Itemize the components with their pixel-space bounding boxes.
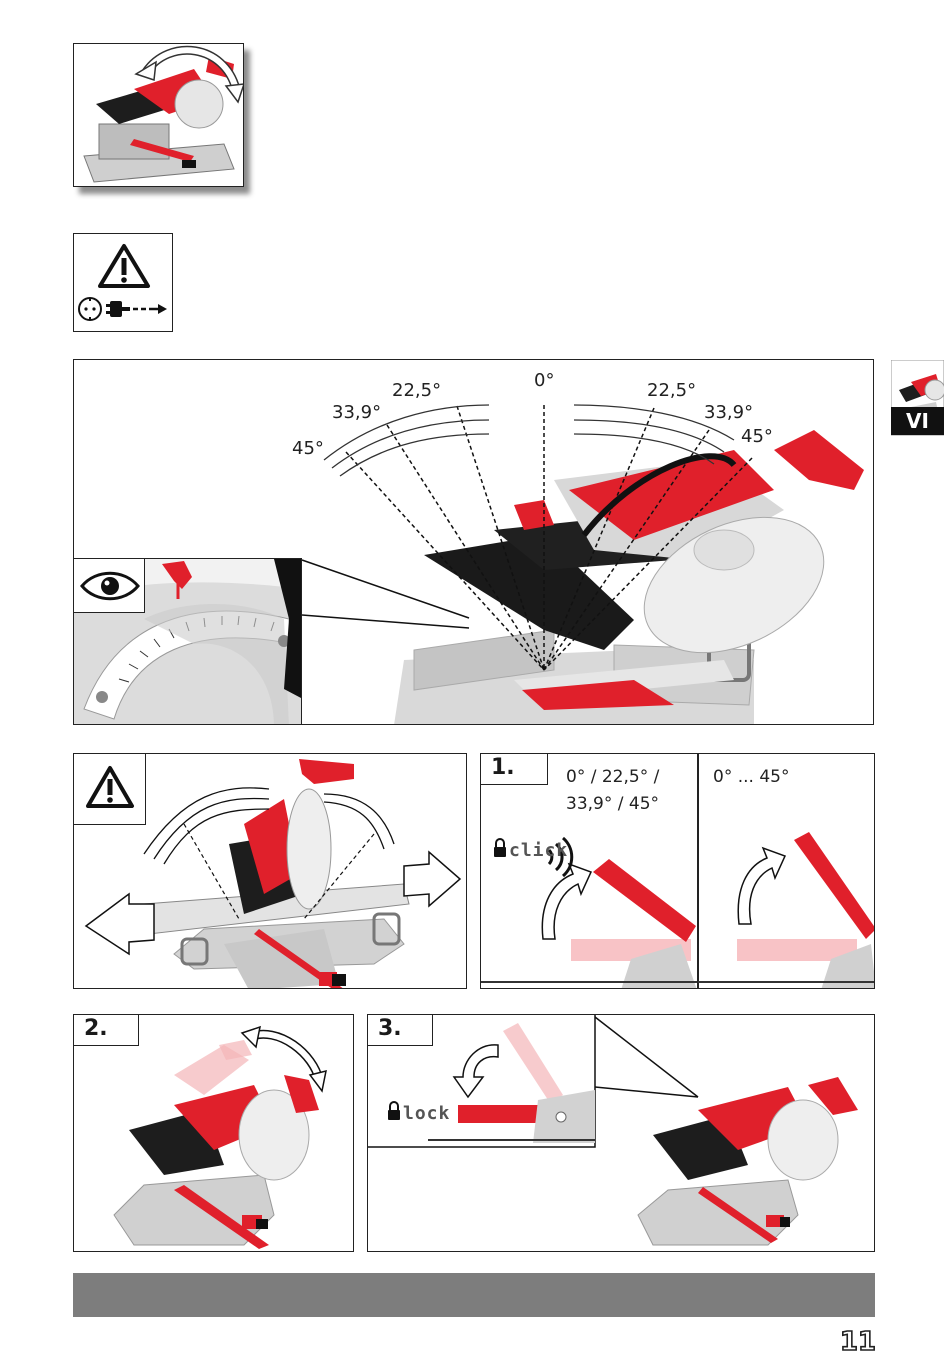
step-2-panel: 2. bbox=[73, 1014, 354, 1252]
angle-label-right-45: 45° bbox=[741, 426, 773, 447]
warning-box bbox=[74, 754, 146, 825]
lock-text: lock bbox=[403, 1103, 451, 1124]
saw-rotate-image bbox=[74, 44, 243, 186]
bevel-saw-image bbox=[301, 404, 864, 724]
step-3-label: 3. bbox=[368, 1015, 433, 1046]
unplug-power-icon bbox=[78, 297, 167, 321]
scale-zoom-inset bbox=[74, 558, 302, 724]
padlock-icon bbox=[388, 1101, 400, 1120]
page-number: 11 bbox=[839, 1326, 877, 1358]
step-1-label: 1. bbox=[481, 754, 548, 785]
angle-label-0: 0° bbox=[534, 370, 555, 391]
chapter-thumbnail-image bbox=[891, 360, 944, 436]
warning-unplug-box bbox=[73, 233, 173, 332]
eye-icon bbox=[80, 571, 140, 601]
inspect-box bbox=[74, 559, 145, 613]
step-1-angles-line1: 0° / 22,5° / bbox=[566, 767, 660, 787]
step-1-lever-image bbox=[481, 832, 874, 988]
angle-label-left-22-5: 22,5° bbox=[392, 380, 442, 401]
chapter-label: VI bbox=[891, 407, 944, 435]
step-1-range: 0° ... 45° bbox=[713, 767, 790, 787]
angle-label-right-33-9: 33,9° bbox=[704, 402, 754, 423]
step-1-panel: 1. 0° / 22,5° / 33,9° / 45° 0° ... 45° c… bbox=[480, 753, 875, 989]
saw-slide-image bbox=[84, 759, 462, 988]
angle-label-right-22-5: 22,5° bbox=[647, 380, 697, 401]
warning-triangle-icon bbox=[98, 244, 150, 288]
angle-label-left-33-9: 33,9° bbox=[332, 402, 382, 423]
bevel-angle-panel: 0° 22,5° 33,9° 45° 22,5° 33,9° 45° bbox=[73, 359, 874, 725]
step-2-label: 2. bbox=[74, 1015, 139, 1046]
footer-bar bbox=[73, 1273, 875, 1317]
rotation-illustration bbox=[73, 43, 244, 187]
slide-warning-panel bbox=[73, 753, 467, 989]
step-3-panel: 3. lock bbox=[367, 1014, 875, 1252]
step-1-divider bbox=[697, 754, 699, 988]
click-text: click bbox=[509, 840, 569, 861]
step-2-saw-image bbox=[113, 1025, 327, 1249]
click-sound-icon bbox=[547, 836, 574, 878]
warning-triangle-icon bbox=[86, 766, 134, 808]
padlock-icon bbox=[494, 838, 506, 857]
chapter-tab: VI bbox=[891, 360, 944, 450]
step-3-lock-image bbox=[368, 1015, 858, 1246]
step-1-angles-line2: 33,9° / 45° bbox=[566, 794, 660, 814]
angle-label-left-45: 45° bbox=[292, 438, 324, 459]
